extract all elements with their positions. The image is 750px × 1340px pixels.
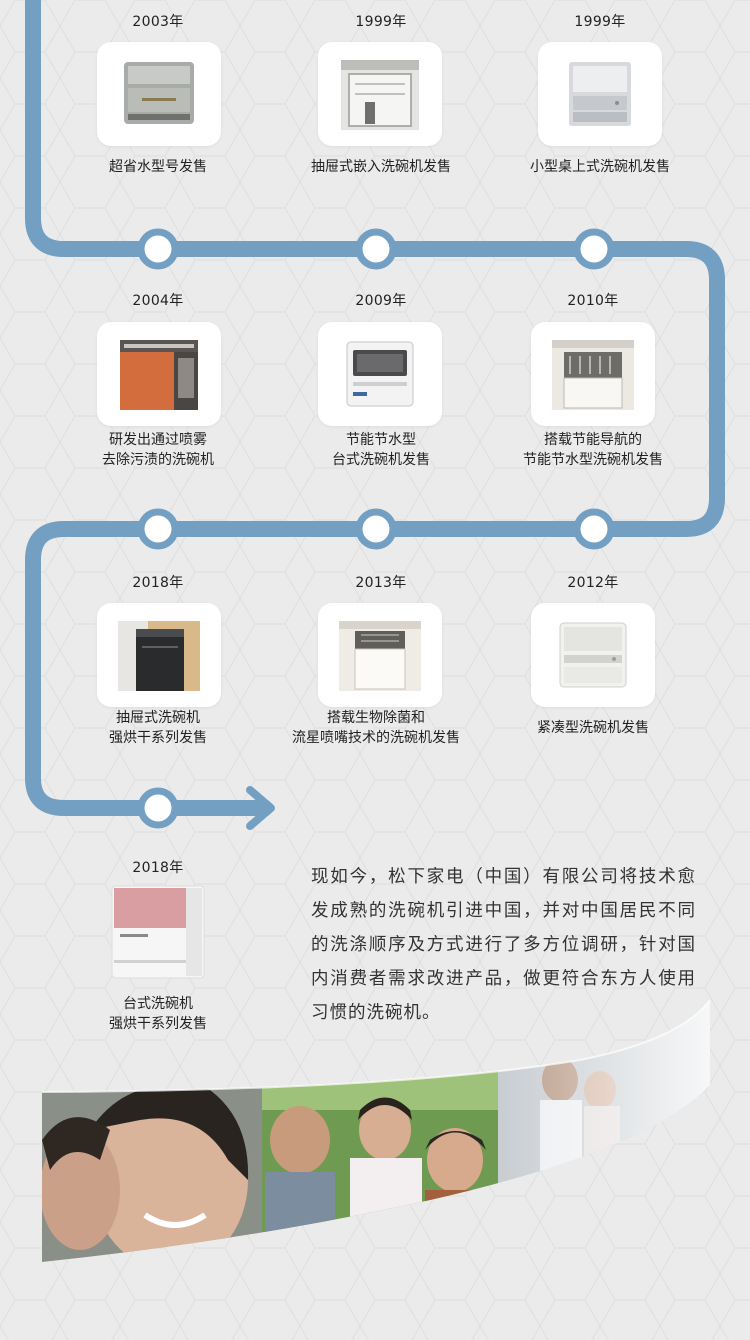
- milestone-year: 2003年: [132, 14, 184, 30]
- product-image-card: [538, 42, 662, 146]
- compact-dishwasher-icon: [569, 62, 631, 126]
- milestone-year: 2018年: [132, 575, 184, 591]
- caption-line: 节能节水型洗碗机发售: [523, 452, 663, 468]
- caption-line: 搭载节能导航的: [544, 432, 642, 448]
- milestone-year: 2010年: [567, 293, 619, 309]
- caption-line: 紧凑型洗碗机发售: [537, 720, 649, 736]
- product-image-card: [318, 322, 442, 426]
- timeline-node: [355, 228, 397, 270]
- milestone-caption: 超省水型号发售: [48, 157, 268, 177]
- caption-line: 强烘干系列发售: [109, 1016, 207, 1032]
- product-image-card: [97, 42, 221, 146]
- product-image-card: [318, 42, 442, 146]
- product-image-card: [531, 322, 655, 426]
- caption-line: 抽屉式洗碗机: [116, 710, 200, 726]
- timeline-node: [573, 508, 615, 550]
- caption-line: 台式洗碗机发售: [332, 452, 430, 468]
- compact-white-dishwasher-icon: [559, 622, 627, 688]
- milestone-year: 2013年: [355, 575, 407, 591]
- open-drawer-dishwasher-icon: [552, 340, 634, 410]
- product-image-card: [531, 603, 655, 707]
- parent-child-photo: [498, 1000, 710, 1262]
- family-outdoor-photo: [262, 1000, 498, 1262]
- product-image-card: [97, 603, 221, 707]
- caption-line: 强烘干系列发售: [109, 730, 207, 746]
- timeline-node: [573, 228, 615, 270]
- milestone-caption: 小型桌上式洗碗机发售: [490, 157, 710, 177]
- family-photo-banner: [41, 999, 711, 1262]
- kitchen-drawer-dishwasher-icon: [339, 621, 421, 691]
- milestone-year: 2018年: [132, 860, 184, 876]
- caption-line: 研发出通过喷雾: [109, 432, 207, 448]
- timeline-node: [355, 508, 397, 550]
- builtin-dishwasher-icon: [120, 340, 198, 410]
- milestone-year: 2004年: [132, 293, 184, 309]
- milestone-caption: 研发出通过喷雾 去除污渍的洗碗机: [48, 430, 268, 470]
- caption-line: 小型桌上式洗碗机发售: [530, 159, 670, 175]
- countertop-dishwasher-icon: [124, 62, 194, 124]
- milestone-year: 2012年: [567, 575, 619, 591]
- caption-line: 搭载生物除菌和: [327, 710, 425, 726]
- drawer-dishwasher-icon: [341, 60, 419, 130]
- milestone-year: 1999年: [355, 14, 407, 30]
- timeline-line: [25, 0, 725, 816]
- arrow-head-icon: [246, 786, 275, 830]
- dark-drawer-dishwasher-icon: [118, 621, 200, 691]
- timeline-node: [137, 787, 179, 829]
- product-image: [106, 880, 210, 984]
- milestone-caption: 台式洗碗机 强烘干系列发售: [48, 994, 268, 1034]
- pink-dishwasher-icon: [111, 885, 205, 979]
- milestone-year: 2009年: [355, 293, 407, 309]
- milestone-caption: 搭载节能导航的 节能节水型洗碗机发售: [483, 430, 703, 470]
- timeline-node: [137, 508, 179, 550]
- milestone-caption: 紧凑型洗碗机发售: [483, 718, 703, 738]
- product-image-card: [97, 322, 221, 426]
- caption-line: 抽屉式嵌入洗碗机发售: [311, 159, 451, 175]
- intro-paragraph: 现如今，松下家电（中国）有限公司将技术愈发成熟的洗碗机引进中国，并对中国居民不同…: [311, 867, 696, 1023]
- caption-line: 节能节水型: [346, 432, 416, 448]
- smiling-girl-photo: [42, 1000, 262, 1262]
- milestone-caption: 抽屉式洗碗机 强烘干系列发售: [48, 708, 268, 748]
- timeline-nodes: [137, 228, 615, 829]
- timeline-node: [137, 228, 179, 270]
- tabletop-dishwasher-icon: [346, 341, 414, 407]
- milestone-caption: 抽屉式嵌入洗碗机发售: [271, 157, 491, 177]
- product-image-card: [318, 603, 442, 707]
- caption-line: 超省水型号发售: [109, 159, 207, 175]
- caption-line: 流星喷嘴技术的洗碗机发售: [292, 730, 460, 746]
- caption-line: 去除污渍的洗碗机: [102, 452, 214, 468]
- milestone-year: 1999年: [574, 14, 626, 30]
- milestone-caption: 节能节水型 台式洗碗机发售: [271, 430, 491, 470]
- caption-line: 台式洗碗机: [123, 996, 193, 1012]
- milestone-caption: 搭载生物除菌和 流星喷嘴技术的洗碗机发售: [266, 708, 486, 748]
